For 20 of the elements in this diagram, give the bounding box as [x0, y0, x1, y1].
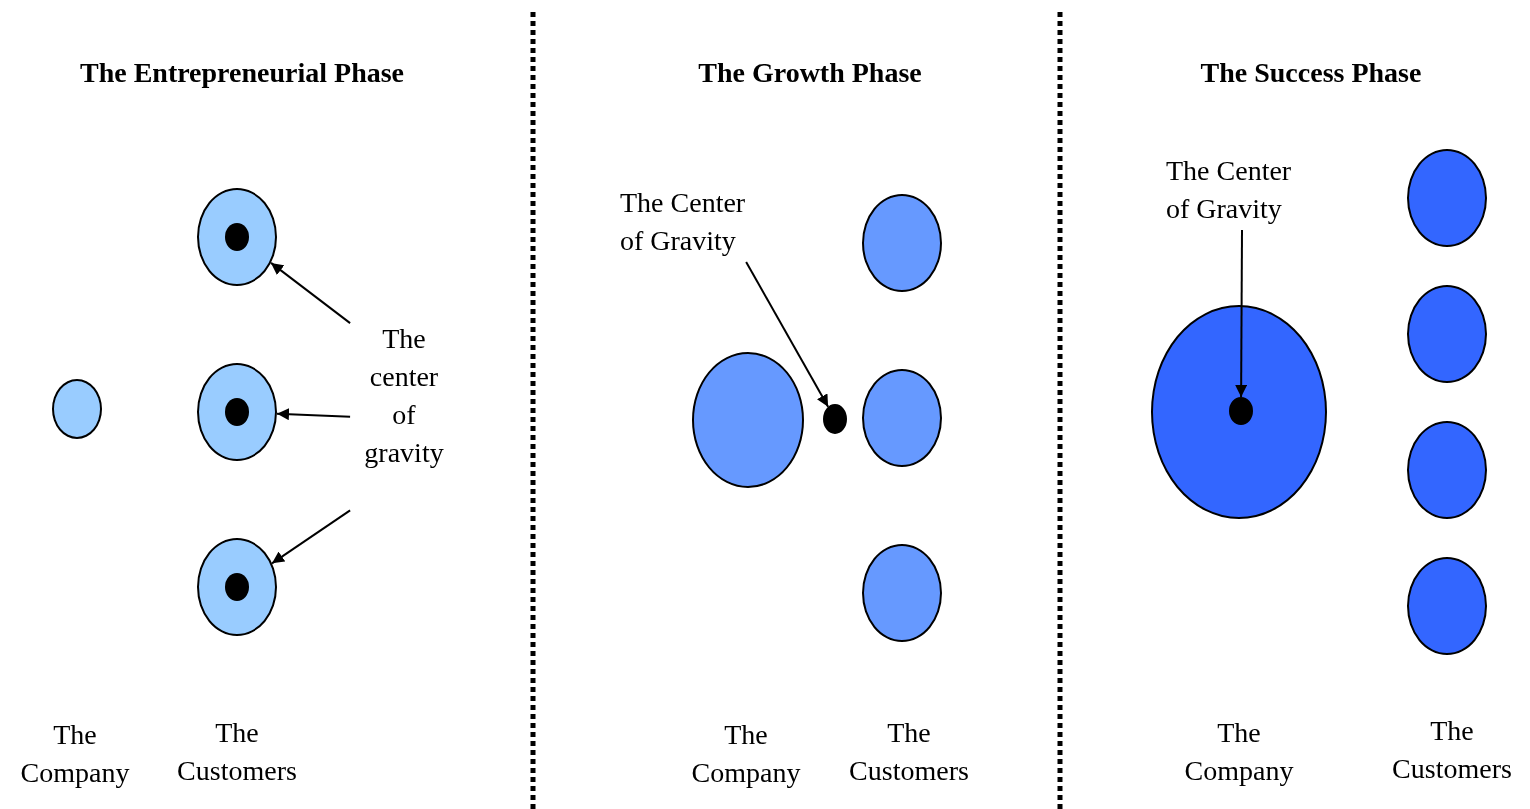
- gravity-dot: [1229, 397, 1253, 425]
- column-label: The Customers: [848, 716, 970, 788]
- company-circle: [52, 379, 102, 439]
- column-label: The Customers: [176, 716, 298, 788]
- leader-arrow: [745, 261, 830, 408]
- column-label: The Customers: [1391, 714, 1513, 786]
- leader-arrow: [1235, 229, 1248, 398]
- callout-text: The Center of Gravity: [620, 184, 772, 262]
- phase-heading: The Success Phase: [1199, 56, 1423, 90]
- phase-heading: The Growth Phase: [697, 56, 923, 90]
- leader-arrow: [276, 408, 352, 421]
- column-label: The Company: [1183, 716, 1295, 788]
- callout-text: The Center of Gravity: [1166, 152, 1318, 230]
- callout-text: The center of gravity: [355, 320, 453, 476]
- column-label: The Company: [19, 718, 131, 790]
- leader-arrow: [271, 509, 352, 565]
- column-label: The Company: [690, 718, 802, 790]
- leader-arrow: [270, 261, 352, 325]
- phase-heading: The Entrepreneurial Phase: [78, 56, 406, 90]
- gravity-dot: [823, 404, 847, 434]
